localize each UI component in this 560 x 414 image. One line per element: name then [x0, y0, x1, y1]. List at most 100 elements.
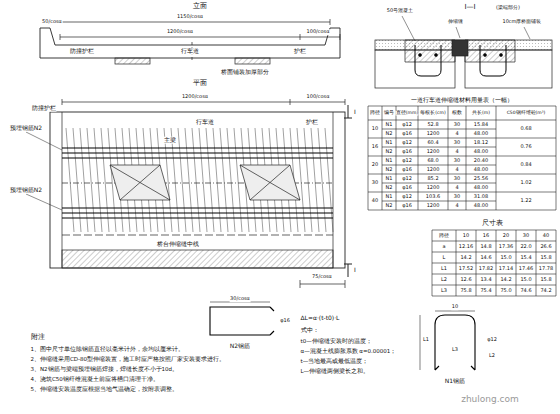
drawing-label: N2 — [385, 149, 393, 155]
drawing-label: 防撞护栏 — [70, 48, 95, 55]
drawing-label: 护栏 — [306, 119, 319, 126]
drawing-label: 伸缩缝 — [447, 19, 463, 25]
drawing-label: 1200/cosα — [181, 94, 208, 100]
drawing-label: 74.2 — [540, 288, 552, 294]
drawing-label: 40 — [371, 198, 378, 204]
drawing-label: 1200 — [426, 185, 440, 191]
drawing-label: 17.52 — [458, 266, 473, 272]
drawing-label: 50号混凝土 — [386, 8, 413, 14]
drawing-label: L—伸缩缝两侧梁长之和。 — [300, 368, 370, 374]
drawing-label: 100/cosα — [306, 29, 330, 35]
drawing-label: N1 — [385, 140, 393, 146]
drawing-label: N1钢筋 — [444, 378, 465, 385]
drawing-label: L2 — [489, 353, 496, 359]
drawing-label: 30 — [522, 233, 529, 239]
drawing-label: 17.46 — [518, 266, 533, 272]
drawing-label: 30 — [453, 176, 460, 182]
drawing-label: 15.84 — [473, 122, 488, 128]
drawing-label: a — [442, 244, 446, 250]
drawing-label: 尺寸表 — [481, 220, 503, 227]
drawing-label: (梁端部分) — [496, 5, 521, 11]
drawing-label: 10 — [462, 233, 469, 239]
rebar-sketches — [210, 302, 475, 370]
drawing-label: 85.2 — [427, 176, 439, 182]
drawing-label: 2、伸缩缝采用CD-80型伸缩装置，施工时应严格按照厂家安装要求进行。 — [30, 356, 226, 362]
drawing-label: 1.22 — [520, 198, 532, 204]
drawing-label: φ16 — [402, 131, 413, 137]
drawing-label: 75/cosα — [312, 274, 333, 280]
drawing-label: 预埋钢筋N2 — [9, 125, 42, 132]
drawing-label: 15.8 — [540, 277, 552, 283]
drawing-label: φ12 — [402, 176, 413, 182]
drawing-label: 52.8 — [427, 122, 439, 128]
drawing-label: C50钢纤维砼(m³) — [506, 111, 546, 116]
drawing-label: 15.8 — [540, 255, 552, 261]
drawing-label: 17.14 — [498, 266, 513, 272]
drawing-label: 10cm厚桥面铺装 — [502, 19, 542, 25]
drawing-label: 16 — [371, 144, 378, 150]
drawing-label: 48.00 — [473, 131, 488, 137]
drawing-label: φ12 — [487, 337, 498, 343]
drawing-label: I—I — [464, 4, 476, 12]
drawing-label: 48.00 — [473, 203, 488, 209]
drawing-label: 4 — [455, 203, 459, 209]
drawing-label: 30 — [453, 140, 460, 146]
drawing-label: 40 — [542, 233, 549, 239]
drawing-label: 48.00 — [473, 185, 488, 191]
drawing-label: 式中： — [300, 327, 319, 333]
drawing-label: 1150/cosα — [176, 14, 203, 20]
drawing-label: I — [354, 109, 357, 116]
drawing-label: 附注 — [30, 334, 45, 341]
drawing-label: φ16 — [402, 167, 413, 173]
drawing-label: 0.68 — [520, 126, 532, 132]
drawing-label: 4 — [455, 185, 459, 191]
drawing-label: 31.08 — [473, 194, 488, 200]
drawing-label: 30/cosα — [230, 296, 251, 302]
drawing-label: 75.0 — [500, 288, 512, 294]
drawing-label: 每根长(cm) — [420, 111, 446, 116]
drawing-label: L2 — [441, 277, 448, 283]
drawing-label: 50/cosα — [42, 19, 63, 25]
drawing-label: 12.6 — [460, 277, 472, 283]
plan-view — [26, 99, 352, 288]
drawing-label: 17.78 — [538, 266, 553, 272]
drawing-label: 60.4 — [427, 140, 439, 146]
drawing-label: 17.36 — [498, 244, 513, 250]
drawing-label: L3 — [452, 347, 459, 353]
drawing-label: α—混凝土线膨胀系数 α=0.00001； — [300, 348, 397, 354]
drawing-label: N1 — [385, 158, 393, 164]
drawing-label: L1 — [441, 266, 448, 272]
drawing-label: 1200/cosα — [166, 29, 193, 35]
drawing-label: I — [354, 267, 357, 274]
drawing-label: 桥台伸缩缝中线 — [157, 241, 200, 248]
drawing-label: 10 — [371, 126, 378, 132]
drawing-label: N2钢筋 — [229, 343, 250, 350]
drawing-label: 22.0 — [520, 244, 532, 250]
drawing-label: 桥面铺装加厚部分 — [221, 69, 270, 76]
drawing-label: 3、N2钢筋与梁端预埋钢筋焊接，焊缝长度不小于10d。 — [30, 366, 179, 372]
drawing-label: 1.02 — [520, 180, 532, 186]
drawing-label: L1 — [423, 337, 430, 343]
drawing-label: N1 — [385, 122, 393, 128]
drawing-label: 立面 — [193, 3, 208, 11]
drawing-label: N2 — [385, 167, 393, 173]
drawing-label: 行车道 — [181, 48, 200, 55]
drawing-label: 0.84 — [520, 162, 532, 168]
drawing-label: 14.8 — [480, 244, 492, 250]
drawing-label: 30 — [453, 194, 460, 200]
drawing-label: 1、图中尺寸单位除钢筋直径以毫米计外，余均以厘米计。 — [30, 346, 185, 352]
drawing-label: 48.00 — [473, 149, 488, 155]
drawing-label: 100/cosα — [306, 94, 330, 100]
drawing-label: φ12 — [402, 140, 413, 146]
drawing-label: 编号 — [384, 111, 395, 116]
section-view — [375, 16, 552, 88]
drawing-label: φ16 — [402, 149, 413, 155]
drawing-label: 10 — [451, 304, 458, 310]
drawing-label: 13.4 — [480, 277, 492, 283]
drawing-label: 30 — [453, 158, 460, 164]
drawing-label: 26.6 — [540, 244, 552, 250]
drawing-label: N1 — [385, 194, 393, 200]
drawing-label: 75.4 — [480, 288, 492, 294]
drawing-label: 跨径 — [370, 111, 381, 116]
drawing-label: 30 — [371, 180, 378, 186]
